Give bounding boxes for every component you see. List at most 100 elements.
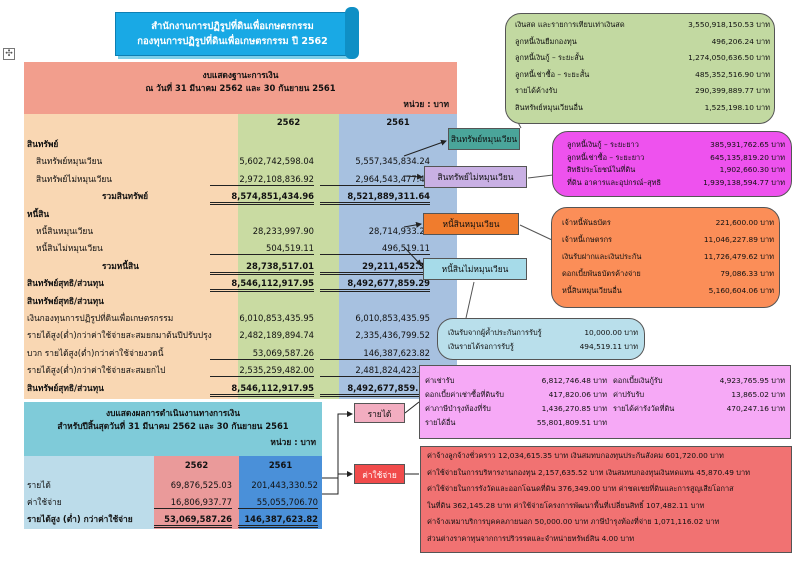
report-banner: สำนักงานการปฏิรูปที่ดินเพื่อเกษตรกรรม กอ… — [115, 7, 359, 59]
row-label: สินทรัพย์สุทธิ/ส่วนทุน — [27, 278, 104, 289]
value-2561: 5,557,345,834.24 — [355, 156, 430, 167]
detail-value: 1,939,138,594.77 บาท — [703, 177, 785, 187]
revenue-item-label: รายได้ค่ารังวัดที่ดิน — [613, 404, 675, 413]
income-statement-2561-column — [239, 456, 322, 529]
expense-detail-line: ค่าจ้างลูกจ้างชั่วคราว 12,034,615.35 บาท… — [427, 451, 724, 460]
detail-label: รายได้ค้างรับ — [515, 86, 558, 95]
detail-label: เงินสด และรายการเทียบเท่าเงินสด — [515, 20, 625, 29]
income-statement-year-2561: 2561 — [268, 460, 293, 470]
value-2561: 6,010,853,435.95 — [355, 313, 430, 323]
value-2561: 8,492,677,859.29 — [320, 383, 430, 397]
value-2562: 2,482,189,894.74 — [239, 330, 314, 341]
detail-label: ดอกเบี้ยพันธบัตรค้างจ่าย — [562, 269, 641, 278]
value-2561: 146,387,623.82 — [238, 514, 318, 528]
value-2561: 2,335,436,799.52 — [355, 330, 430, 341]
row-label: สินทรัพย์หมุนเวียน — [36, 156, 103, 167]
detail-row: ดอกเบี้ยพันธบัตรค้างจ่าย 79,086.33 บาท — [562, 269, 774, 286]
row-label: รายได้สูง (ต่ำ) กว่าค่าใช้จ่าย — [27, 514, 133, 524]
bubble2-tail — [527, 174, 554, 179]
income-statement-2562-column — [154, 456, 239, 529]
detail-label: สิทธิประโยชน์ในที่ดิน — [567, 165, 636, 174]
revenue-item-label: ดอกเบี้ยค่าเช่าซื้อที่ดินรับ — [425, 390, 504, 399]
row-label: หนี้สินไม่หมุนเวียน — [36, 243, 103, 254]
detail-value: 290,399,889.77 บาท — [695, 86, 770, 95]
value-2562: 16,806,937.77 — [154, 497, 232, 509]
balance-sheet-year-2561: 2561 — [386, 117, 410, 127]
value-2562: 53,069,587.26 — [210, 348, 314, 360]
detail-value: 221,600.00 บาท — [715, 218, 774, 227]
row-label: ค่าใช้จ่าย — [27, 497, 62, 507]
row-label: หนี้สิน — [27, 208, 50, 219]
arrow-noncurrent-liabilities — [403, 246, 422, 266]
detail-label: ลูกหนี้เช่าซื้อ – ระยะยาว — [567, 152, 645, 162]
detail-value: 3,550,918,150.53 บาท — [688, 20, 770, 29]
value-2562: 8,546,112,917.95 — [210, 278, 314, 293]
value-2562: 5,602,742,598.04 — [239, 156, 314, 167]
detail-label: ลูกหนี้เงินยืมกองทุน — [515, 36, 577, 46]
balance-sheet-row: สินทรัพย์สุทธิ/ส่วนทุน — [24, 294, 457, 311]
detail-value: 10,000.00 บาท — [584, 328, 638, 337]
expense-detail-box: ค่าจ้างลูกจ้างชั่วคราว 12,034,615.35 บาท… — [420, 446, 792, 553]
line-revenue-detail — [404, 401, 420, 414]
revenue-item-value: 1,436,270.85 บาท — [541, 404, 607, 413]
row-label: รายได้ — [27, 480, 51, 490]
detail-value: 494,519.11 บาท — [579, 342, 638, 351]
detail-label: เจ้าหนี้เกษตรกร — [562, 235, 613, 244]
arrow-expense — [322, 471, 353, 495]
detail-value: 496,206.24 บาท — [711, 36, 770, 46]
current-assets-detail-bubble: เงินสด และรายการเทียบเท่าเงินสด 3,550,918… — [505, 13, 775, 124]
detail-label: สินทรัพย์หมุนเวียนอื่น — [515, 102, 583, 112]
noncurrent-assets-label: สินทรัพย์ไม่หมุนเวียน — [424, 166, 527, 188]
value-2561: 146,387,623.82 — [320, 348, 430, 360]
revenue-item-label: ดอกเบี้ยเงินกู้รับ — [613, 376, 663, 385]
row-label: สินทรัพย์ไม่หมุนเวียน — [36, 173, 112, 184]
expense-label: ค่าใช้จ่าย — [354, 464, 405, 484]
balance-sheet-row: บวก รายได้สูง(ต่ำ)กว่าค่าใช้จ่ายงวดนี้53… — [24, 346, 457, 363]
balance-sheet-2561-column — [339, 114, 457, 399]
detail-value: 79,086.33 บาท — [720, 269, 774, 278]
detail-label: หนี้สินหมุนเวียนอื่น — [562, 286, 622, 295]
detail-row: เงินรายได้รอการรับรู้494,519.11 บาท — [448, 342, 638, 356]
revenue-item-value: 4,923,765.95 บาท — [719, 376, 785, 385]
value-2561: 29,211,452.35 — [320, 261, 430, 275]
detail-row: เงินรับจากผู้ค้ำประกันการรับรู้10,000.00… — [448, 328, 638, 342]
value-2561: 28,714,933.24 — [368, 226, 430, 236]
row-label: รวมสินทรัพย์ — [102, 191, 149, 202]
row-label: เงินกองทุนการปฏิรูปที่ดินเพื่อเกษตรกรรม — [27, 313, 174, 323]
balance-sheet-header: งบแสดงฐานะการเงิน ณ วันที่ 31 มีนาคม 256… — [24, 62, 457, 114]
detail-value: 11,726,479.62 บาท — [703, 252, 774, 261]
scroll-fold-decoration — [345, 7, 359, 59]
row-label: รวมหนี้สิน — [102, 260, 139, 271]
detail-value: 485,352,516.90 บาท — [695, 69, 770, 79]
move-handle-icon[interactable]: ✣ — [3, 48, 15, 60]
detail-value: 385,931,762.65 บาท — [710, 140, 785, 149]
income-statement-year-2562: 2562 — [184, 460, 209, 470]
revenue-item-value: 470,247.16 บาท — [726, 404, 785, 413]
balance-sheet-row: เงินกองทุนการปฏิรูปที่ดินเพื่อเกษตรกรรม 6… — [24, 311, 457, 328]
detail-value: 1,274,050,636.50 บาท — [688, 53, 770, 62]
value-2562: 8,546,112,917.95 — [210, 383, 314, 397]
noncurrent-liabilities-label: หนี้สินไม่หมุนเวียน — [423, 258, 527, 280]
row-label: รายได้สูง(ต่ำ)กว่าค่าใช้จ่ายสะสมยกไป — [27, 365, 166, 376]
income-statement-title: งบแสดงผลการดำเนินงานทางการเงิน — [106, 408, 240, 418]
